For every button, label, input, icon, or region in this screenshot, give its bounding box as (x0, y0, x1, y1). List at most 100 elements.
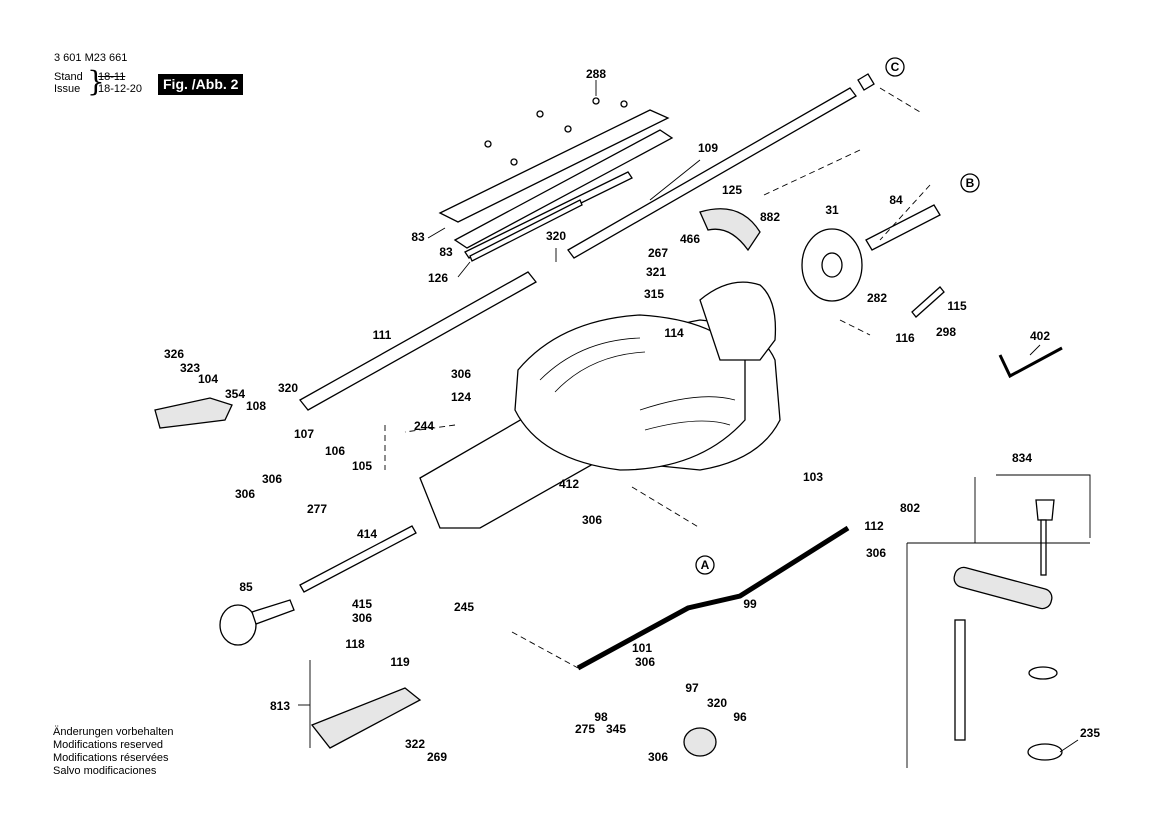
part-callout-345: 345 (606, 722, 626, 736)
ref-marker-a (695, 555, 715, 575)
part-callout-882: 882 (760, 210, 780, 224)
part-callout-112: 112 (864, 519, 884, 533)
part-callout-321: 321 (646, 265, 666, 279)
part-callout-288: 288 (586, 67, 606, 81)
shaft-84 (865, 204, 941, 251)
hex-key (998, 346, 1063, 379)
part-callout-306: 306 (352, 611, 372, 625)
part-callout-97: 97 (685, 681, 699, 695)
part-callout-118: 118 (345, 637, 365, 651)
part-callout-83: 83 (439, 245, 453, 259)
part-callout-99: 99 (743, 597, 757, 611)
miter-scale (699, 208, 761, 252)
part-callout-306: 306 (235, 487, 255, 501)
part-callout-306: 306 (451, 367, 471, 381)
part-callout-119: 119 (390, 655, 410, 669)
note-fr: Modifications réservées (53, 752, 169, 764)
reference-markers (695, 57, 980, 575)
part-callout-109: 109 (698, 141, 718, 155)
part-callout-267: 267 (648, 246, 668, 260)
part-callout-31: 31 (825, 203, 839, 217)
part-callout-802: 802 (900, 501, 920, 515)
modification-notes: Änderungen vorbehalten Modifications res… (53, 726, 173, 778)
leader-lines (298, 80, 1091, 768)
part-callout-115: 115 (947, 299, 967, 313)
part-callout-126: 126 (428, 271, 448, 285)
turntable (514, 314, 746, 471)
rod-109 (567, 87, 857, 259)
part-callout-306: 306 (262, 472, 282, 486)
part-callout-104: 104 (198, 372, 218, 386)
part-callout-402: 402 (1030, 329, 1050, 343)
issue-row: Issue 18-12-20 (54, 83, 142, 96)
part-callout-834: 834 (1012, 451, 1032, 465)
part-callout-235: 235 (1080, 726, 1100, 740)
doc-number: 3 601 M23 661 (54, 52, 128, 64)
part-callout-306: 306 (635, 655, 655, 669)
part-callout-107: 107 (294, 427, 314, 441)
fence-strips (438, 97, 674, 262)
ref-letter-c: C (891, 60, 900, 74)
part-callout-111: 111 (373, 328, 392, 342)
part-callout-84: 84 (889, 193, 903, 207)
part-callout-298: 298 (936, 325, 956, 339)
part-callout-244: 244 (414, 419, 434, 433)
rod-end-c (857, 73, 875, 91)
part-callout-96: 96 (733, 710, 747, 724)
bar-99 (576, 525, 850, 671)
lock-lever (154, 397, 233, 429)
reference-labels: ABC (701, 60, 975, 572)
part-callout-105: 105 (352, 459, 372, 473)
part-callout-106: 106 (325, 444, 345, 458)
part-callout-320: 320 (546, 229, 566, 243)
note-de: Änderungen vorbehalten (53, 726, 174, 738)
knob-85 (219, 599, 295, 646)
part-callout-322: 322 (405, 737, 425, 751)
part-callout-466: 466 (680, 232, 700, 246)
figure-badge: Fig. /Abb. 2 (158, 74, 244, 95)
issue-value: 18-12-20 (98, 83, 143, 95)
ref-letter-a: A (701, 558, 710, 572)
part-callout-245: 245 (454, 600, 474, 614)
part-callout-412: 412 (559, 477, 579, 491)
part-callout-320: 320 (278, 381, 298, 395)
part-callout-101: 101 (632, 641, 652, 655)
stand-label: Stand (54, 71, 83, 83)
pin-115 (911, 286, 945, 318)
part-callout-415: 415 (352, 597, 372, 611)
part-callout-306: 306 (648, 750, 668, 764)
part-callout-323: 323 (180, 361, 200, 375)
note-en: Modifications reserved (53, 739, 164, 751)
part-callout-813: 813 (270, 699, 290, 713)
bevel-wheel (801, 228, 863, 302)
part-callout-277: 277 (307, 502, 327, 516)
turntable-grooves (539, 337, 736, 431)
assembly-lines (384, 87, 931, 669)
part-callout-275: 275 (575, 722, 595, 736)
part-callout-306: 306 (866, 546, 886, 560)
part-callout-315: 315 (644, 287, 664, 301)
part-callout-108: 108 (246, 399, 266, 413)
stand-row: Stand 18-11 (54, 71, 125, 84)
stand-value: 18-11 (98, 71, 126, 83)
part-callout-320: 320 (707, 696, 727, 710)
rod-111 (299, 271, 537, 411)
part-callout-98: 98 (594, 710, 608, 724)
part-callout-85: 85 (239, 580, 253, 594)
part-callout-269: 269 (427, 750, 447, 764)
rod-414 (299, 525, 417, 593)
part-callout-326: 326 (164, 347, 184, 361)
part-drawings (154, 73, 1091, 768)
bracket-813 (310, 687, 422, 749)
ref-marker-c (885, 57, 905, 77)
note-es: Salvo modificaciones (53, 765, 157, 777)
part-callout-354: 354 (225, 387, 245, 401)
part-callout-103: 103 (803, 470, 823, 484)
part-callout-124: 124 (451, 390, 471, 404)
brace-glyph: } (87, 65, 105, 98)
part-callout-414: 414 (357, 527, 377, 541)
part-callout-83: 83 (411, 230, 425, 244)
miter-arm-head (699, 281, 777, 361)
